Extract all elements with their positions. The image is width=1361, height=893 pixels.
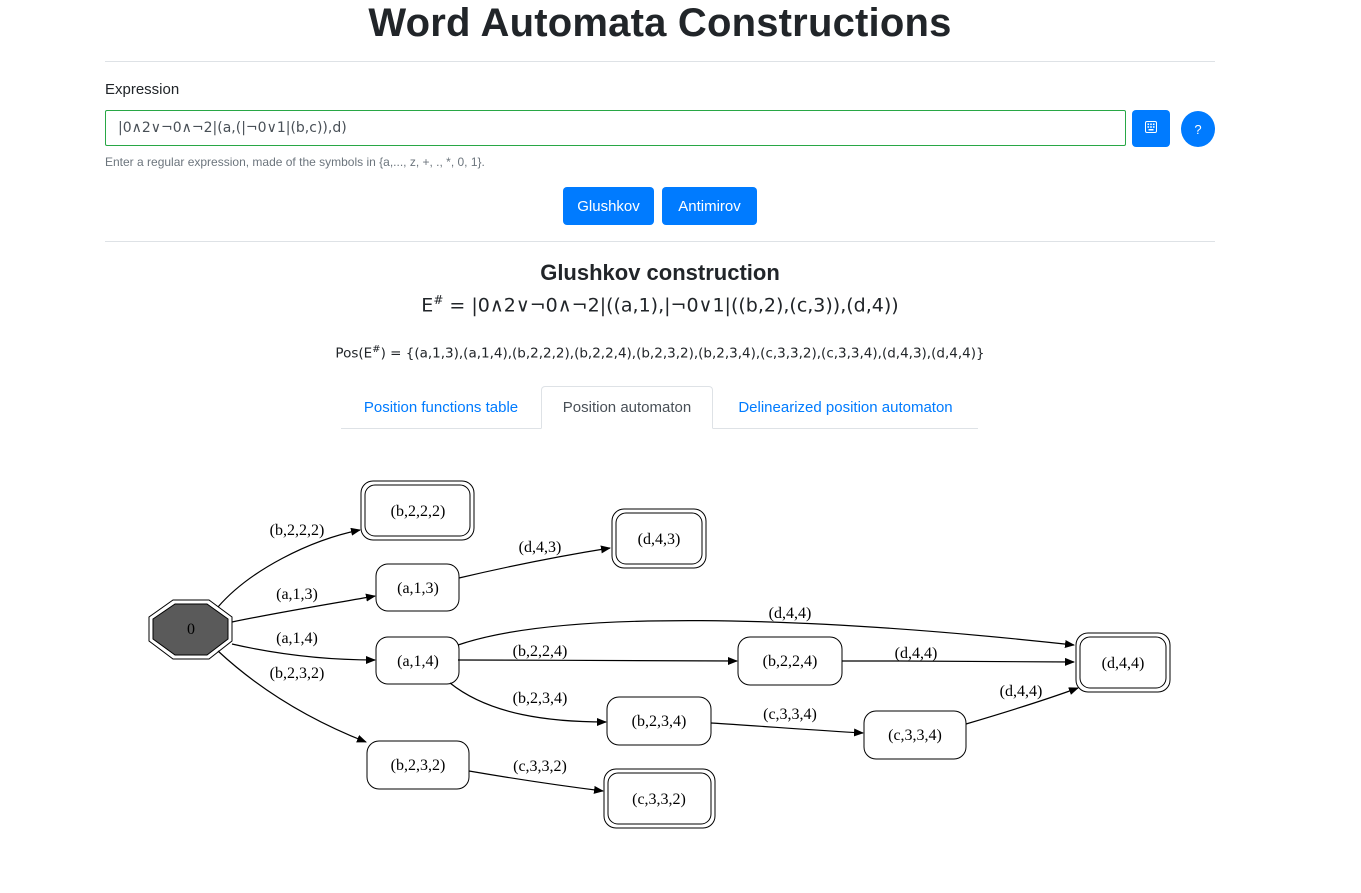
tab-position-automaton[interactable]: Position automaton <box>541 386 713 429</box>
state-node-final: (d,4,3) <box>611 508 707 569</box>
automaton-graph: (b,2,2,2) (a,1,3) (a,1,4) (b,2,3,2) (d,4… <box>148 480 1171 829</box>
initial-state-node: 0 <box>148 599 233 660</box>
edge-b234-c334 <box>710 722 864 737</box>
positions-set: Pos(E#) = {(a,1,3),(a,1,4),(b,2,2,2),(b,… <box>335 344 985 362</box>
edge-label: (c,3,3,2) <box>513 758 567 775</box>
edge-a14-b224 <box>457 656 738 665</box>
expression-label: Expression <box>105 81 180 98</box>
page-title: Word Automata Constructions <box>368 1 952 45</box>
edge-label: (a,1,4) <box>276 630 318 647</box>
glushkov-button[interactable]: Glushkov <box>563 187 654 225</box>
svg-text:(b,2,3,4): (b,2,3,4) <box>632 713 687 730</box>
edge-label: (d,4,3) <box>519 539 562 556</box>
edge-b232-c332 <box>468 770 604 794</box>
state-node: (b,2,3,2) <box>366 740 470 790</box>
divider-middle <box>105 241 1215 242</box>
state-node-final: (d,4,4) <box>1075 632 1171 693</box>
edge-label: (b,2,3,2) <box>270 665 325 682</box>
edge-label: (b,2,3,4) <box>513 690 568 707</box>
keyboard-icon <box>1145 121 1157 136</box>
expression-input[interactable] <box>105 110 1126 146</box>
state-node: (a,1,3) <box>375 563 460 612</box>
state-node: (c,3,3,4) <box>863 710 967 760</box>
section-title: Glushkov construction <box>540 260 780 285</box>
tab-position-functions-table[interactable]: Position functions table <box>363 398 519 416</box>
edge-c334-d44 <box>965 687 1079 725</box>
edge-0-b222 <box>217 527 361 608</box>
state-node: (b,2,3,4) <box>606 696 712 746</box>
svg-text:(c,3,3,2): (c,3,3,2) <box>632 791 686 808</box>
keyboard-button[interactable] <box>1132 110 1170 147</box>
edge-a14-d44-top <box>457 619 1075 648</box>
edge-a14-b234 <box>449 682 607 726</box>
edge-label: (d,4,4) <box>895 645 938 662</box>
antimirov-button[interactable]: Antimirov <box>662 187 757 225</box>
help-button[interactable]: ? <box>1181 111 1215 147</box>
edge-label: (b,2,2,2) <box>270 522 325 539</box>
linearized-expression: E# = |0∧2∨¬0∧¬2|((a,1),|¬0∨1|((b,2),(c,3… <box>421 293 899 317</box>
edge-0-a13 <box>231 593 376 623</box>
svg-text:(c,3,3,4): (c,3,3,4) <box>888 727 942 744</box>
expression-hint: Enter a regular expression, made of the … <box>105 155 485 169</box>
divider-top <box>105 61 1215 62</box>
edge-label: (d,4,4) <box>769 605 812 622</box>
svg-text:(d,4,4): (d,4,4) <box>1102 655 1145 672</box>
svg-text:(a,1,4): (a,1,4) <box>397 653 439 670</box>
result-tabs: Position functions table Position automa… <box>341 386 978 429</box>
state-node-final: (c,3,3,2) <box>603 768 716 829</box>
edge-a13-d43 <box>458 545 611 579</box>
svg-text:(a,1,3): (a,1,3) <box>397 580 439 597</box>
svg-text:0: 0 <box>187 621 195 638</box>
edge-0-b232 <box>217 650 367 743</box>
edge-label: (c,3,3,4) <box>763 706 817 723</box>
state-node: (b,2,2,4) <box>737 636 843 686</box>
edge-label: (d,4,4) <box>1000 683 1043 700</box>
edge-0-a14 <box>231 643 376 664</box>
edge-b224-d44 <box>841 657 1075 666</box>
edge-label: (a,1,3) <box>276 586 318 603</box>
svg-text:(b,2,2,4): (b,2,2,4) <box>763 653 818 670</box>
state-node-final: (b,2,2,2) <box>360 480 475 541</box>
svg-text:(b,2,3,2): (b,2,3,2) <box>391 757 446 774</box>
tab-delinearized-position-automaton[interactable]: Delinearized position automaton <box>738 398 953 416</box>
edge-label: (b,2,2,4) <box>513 643 568 660</box>
svg-text:(b,2,2,2): (b,2,2,2) <box>391 503 446 520</box>
svg-text:(d,4,3): (d,4,3) <box>638 531 681 548</box>
state-node: (a,1,4) <box>375 636 460 685</box>
